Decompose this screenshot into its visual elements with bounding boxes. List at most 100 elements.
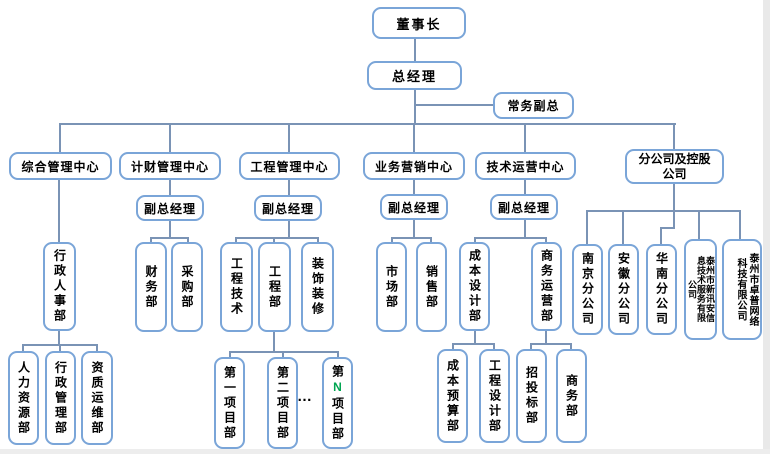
org-node-finance-dept: 财务部	[135, 242, 167, 332]
connector	[58, 330, 60, 344]
connector	[474, 237, 476, 243]
org-node-center-general-admin: 综合管理中心	[9, 152, 112, 180]
org-node-cost-budget-dept: 成本预算部	[437, 349, 468, 443]
page-edge-right	[763, 0, 770, 454]
node-label: 工程技术	[229, 257, 244, 317]
node-label: 工程设计部	[487, 358, 502, 434]
org-node-center-tech-ops: 技术运营中心	[475, 152, 576, 180]
connector	[698, 210, 700, 240]
node-label: 第二项目部	[275, 365, 290, 441]
connector	[288, 123, 290, 153]
node-label: 综合管理中心	[21, 159, 100, 174]
node-label: 行政人事部	[52, 249, 67, 324]
node-label: 第一项目部	[222, 365, 237, 441]
connector	[545, 237, 547, 243]
connector	[474, 237, 547, 239]
connector	[229, 351, 339, 353]
projects-ellipsis: …	[297, 388, 313, 405]
org-node-commerce-dept: 商务部	[556, 349, 587, 443]
org-node-project-dept-n: 第N项目部	[322, 357, 353, 449]
org-node-qualification-ops-dept: 资质运维部	[81, 351, 113, 445]
node-label: 副总经理	[387, 200, 440, 215]
org-node-huanan-branch: 华南分公司	[646, 244, 677, 335]
org-node-cost-design-dept: 成本设计部	[459, 242, 490, 331]
node-label: 计财管理中心	[130, 159, 209, 174]
org-node-human-resources-dept: 人力资源部	[8, 351, 39, 445]
connector	[660, 227, 675, 229]
node-label: 财务部	[144, 264, 158, 310]
page-edge-bottom	[0, 449, 770, 454]
org-node-eng-tech-dept: 工程技术	[220, 242, 253, 332]
connector	[391, 237, 393, 243]
connector	[273, 237, 275, 243]
node-label: 工程管理中心	[250, 159, 329, 174]
node-label: 商务部	[564, 373, 579, 419]
connector	[337, 351, 339, 358]
node-label: 装饰装修	[310, 257, 325, 317]
org-node-engineering-dept: 工程部	[258, 242, 291, 332]
org-node-bidding-dept: 招投标部	[516, 349, 547, 443]
org-node-admin-hr-dept: 行政人事部	[43, 242, 76, 331]
org-node-center-marketing: 业务营销中心	[363, 152, 465, 180]
connector	[524, 219, 526, 237]
node-label: 人力资源部	[16, 360, 31, 436]
connector	[288, 179, 290, 196]
org-node-center-finance: 计财管理中心	[119, 152, 221, 180]
connector	[413, 219, 415, 237]
node-label: 销售部	[424, 264, 439, 310]
org-node-purchasing-dept: 采购部	[171, 242, 203, 332]
org-node-center-engineering: 工程管理中心	[239, 152, 340, 180]
node-label: 副总经理	[497, 200, 550, 215]
org-node-project-dept-2: 第二项目部	[267, 357, 298, 449]
connector	[530, 343, 572, 345]
connector	[586, 210, 588, 245]
node-label: 分公司及控股公司	[638, 151, 711, 181]
connector	[150, 237, 189, 239]
node-label: 成本预算部	[445, 358, 460, 434]
org-node-deputy-gm-marketing: 副总经理	[380, 194, 448, 220]
node-label: 常务副总	[507, 99, 560, 113]
node-label: 副总经理	[143, 201, 196, 216]
org-node-decoration-dept: 装饰装修	[301, 242, 334, 332]
node-label: 业务营销中心	[374, 159, 453, 174]
node-label: 南京分公司	[580, 252, 595, 327]
connector	[59, 123, 676, 125]
org-node-market-dept: 市场部	[376, 242, 407, 332]
org-node-anhui-branch: 安徽分公司	[608, 244, 639, 335]
org-node-deputy-gm-tech-ops: 副总经理	[490, 194, 558, 220]
org-node-xinxunan-company: 泰州市新讯安信息技术服务有限公司	[684, 239, 717, 340]
connector	[22, 344, 24, 352]
connector	[96, 344, 98, 352]
node-label: 董事长	[396, 16, 442, 32]
node-label: 第N项目部	[330, 364, 345, 442]
connector	[235, 237, 319, 239]
project-n-letter: N	[330, 379, 345, 397]
connector	[586, 210, 741, 212]
connector	[430, 237, 432, 243]
node-label: 招投标部	[524, 366, 539, 426]
node-label: 行政管理部	[53, 360, 68, 436]
node-label: 商务运营部	[539, 249, 554, 324]
connector	[414, 89, 416, 125]
connector	[660, 227, 662, 245]
node-label: 采购部	[180, 264, 194, 310]
connector	[414, 104, 495, 106]
org-node-project-dept-1: 第一项目部	[214, 357, 245, 449]
org-node-deputy-gm-finance: 副总经理	[136, 195, 204, 221]
connector	[282, 351, 284, 358]
node-label: 总经理	[391, 69, 437, 84]
connector	[452, 343, 495, 345]
org-node-deputy-gm-engineering: 副总经理	[254, 195, 322, 221]
connector	[150, 237, 152, 243]
org-node-general-manager: 总经理	[367, 61, 462, 90]
connector	[273, 331, 275, 352]
node-label: 工程部	[267, 264, 282, 310]
connector	[187, 237, 189, 243]
connector	[59, 344, 61, 352]
org-node-biz-operations-dept: 商务运营部	[531, 242, 562, 331]
node-label: 安徽分公司	[616, 252, 631, 327]
connector	[229, 351, 231, 358]
org-node-sales-dept: 销售部	[416, 242, 447, 332]
connector	[530, 343, 532, 350]
